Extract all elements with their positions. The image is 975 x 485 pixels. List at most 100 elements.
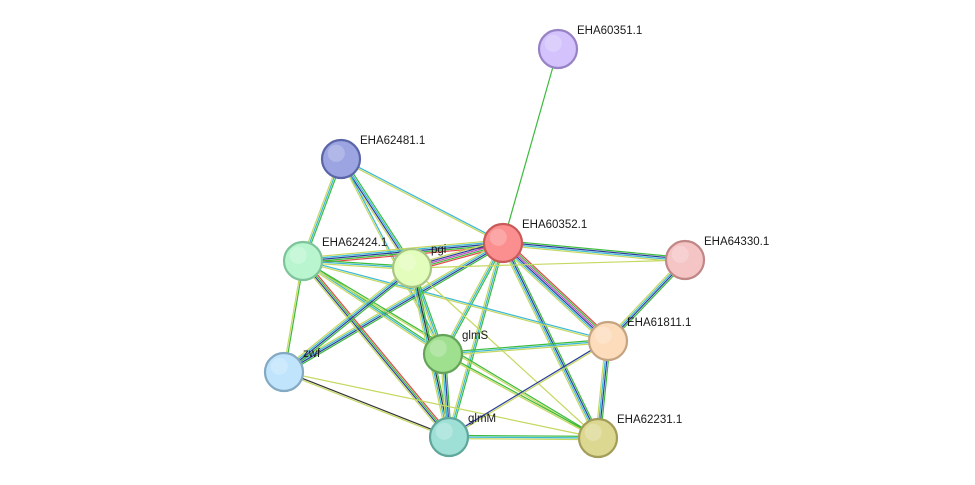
node-highlight xyxy=(544,34,562,52)
edge-line xyxy=(283,241,503,372)
edge-EHA62424.1-glmM xyxy=(300,259,452,439)
node-label: EHA62481.1 xyxy=(360,135,425,147)
edge-line xyxy=(500,244,607,344)
node-EHA62481.1[interactable]: EHA62481.1 xyxy=(320,135,425,180)
node-highlight xyxy=(398,253,416,271)
edge-line xyxy=(449,434,599,438)
edge-line xyxy=(499,245,606,345)
edge-EHA62424.1-EHA61811.1 xyxy=(302,259,609,343)
edge-line xyxy=(503,241,686,260)
edge-line xyxy=(300,262,448,439)
edge-EHA60352.1-EHA61811.1 xyxy=(499,239,612,345)
edge-line xyxy=(302,261,608,343)
node-circle[interactable] xyxy=(391,247,433,289)
node-zwf[interactable]: zwf xyxy=(263,348,321,393)
node-glmM[interactable]: glmM xyxy=(428,413,496,458)
node-circle[interactable] xyxy=(664,239,706,281)
nodes-layer: EHA60351.1EHA62481.1EHA60352.1EHA64330.1… xyxy=(263,25,769,459)
edge-line xyxy=(282,265,411,371)
node-label: glmS xyxy=(462,330,489,342)
edge-line xyxy=(341,157,504,243)
edge-glmM-EHA61811.1 xyxy=(448,339,609,439)
edge-EHA64330.1-pgi xyxy=(411,259,686,269)
edge-line xyxy=(446,242,503,437)
node-circle[interactable] xyxy=(320,138,362,180)
node-highlight xyxy=(594,326,612,344)
edge-glmS-EHA62231.1 xyxy=(442,352,599,440)
edge-line xyxy=(442,354,598,440)
node-EHA64330.1[interactable]: EHA64330.1 xyxy=(664,236,769,281)
edge-line xyxy=(282,240,503,371)
edge-glmS-EHA61811.1 xyxy=(442,338,609,357)
edge-line xyxy=(283,371,599,439)
edge-line xyxy=(285,269,414,375)
edge-line xyxy=(283,266,412,372)
edge-line xyxy=(443,341,609,357)
edge-line xyxy=(505,239,612,339)
edge-line xyxy=(449,341,609,439)
node-glmS[interactable]: glmS xyxy=(422,330,489,375)
node-circle[interactable] xyxy=(482,222,524,264)
edge-EHA60352.1-glmM xyxy=(446,242,506,438)
edge-zwf-glmM xyxy=(283,370,450,439)
node-circle[interactable] xyxy=(587,320,629,362)
node-circle[interactable] xyxy=(428,416,470,458)
edge-line xyxy=(503,241,609,341)
edge-line xyxy=(304,259,452,436)
edge-line xyxy=(449,243,506,438)
edge-EHA60352.1-zwf xyxy=(282,240,505,375)
node-EHA62424.1[interactable]: EHA62424.1 xyxy=(282,237,387,282)
node-highlight xyxy=(584,423,602,441)
node-highlight xyxy=(289,246,307,264)
edge-line xyxy=(448,339,608,437)
edge-line xyxy=(303,259,609,341)
node-EHA60352.1[interactable]: EHA60352.1 xyxy=(482,219,587,264)
node-EHA60351.1[interactable]: EHA60351.1 xyxy=(537,25,642,70)
edge-line xyxy=(502,243,685,262)
edge-line xyxy=(448,437,598,441)
edge-line xyxy=(441,241,503,354)
edge-line xyxy=(443,243,505,356)
node-circle[interactable] xyxy=(263,351,305,393)
node-circle[interactable] xyxy=(537,28,579,70)
node-EHA62231.1[interactable]: EHA62231.1 xyxy=(577,414,682,459)
edge-glmM-EHA62231.1 xyxy=(448,434,599,441)
edge-line xyxy=(502,48,559,244)
edge-line xyxy=(283,372,449,439)
node-circle[interactable] xyxy=(282,240,324,282)
edge-line xyxy=(284,370,450,437)
edge-line xyxy=(301,261,449,438)
node-label: EHA64330.1 xyxy=(704,236,769,248)
node-label: zwf xyxy=(303,348,321,360)
node-highlight xyxy=(671,245,689,263)
edge-line xyxy=(442,340,609,355)
edge-line xyxy=(442,338,608,354)
node-highlight xyxy=(429,339,447,357)
node-label: EHA62424.1 xyxy=(322,237,387,249)
edge-EHA60351.1-EHA60352.1 xyxy=(502,48,559,244)
edge-line xyxy=(448,242,504,438)
edge-line xyxy=(411,259,686,269)
edge-EHA60352.1-EHA64330.1 xyxy=(502,240,686,263)
edge-line xyxy=(340,159,503,245)
node-EHA61811.1[interactable]: EHA61811.1 xyxy=(587,317,691,362)
node-pgi[interactable]: pgi xyxy=(391,244,446,289)
edge-pgi-zwf xyxy=(282,265,414,375)
node-label: EHA60352.1 xyxy=(522,219,587,231)
edge-zwf-EHA62231.1 xyxy=(283,371,599,439)
edge-line xyxy=(443,352,599,438)
edge-line xyxy=(302,239,503,259)
edge-EHA62481.1-EHA60352.1 xyxy=(340,157,504,245)
edge-pgi-EHA62231.1 xyxy=(411,267,599,439)
edge-line xyxy=(500,243,597,440)
edge-line xyxy=(284,243,504,374)
node-highlight xyxy=(435,422,453,440)
node-circle[interactable] xyxy=(577,417,619,459)
edge-line xyxy=(442,242,504,355)
edge-line xyxy=(502,244,685,263)
node-circle[interactable] xyxy=(422,333,464,375)
edge-line xyxy=(339,159,443,355)
node-highlight xyxy=(327,144,345,162)
edge-line xyxy=(448,436,599,439)
